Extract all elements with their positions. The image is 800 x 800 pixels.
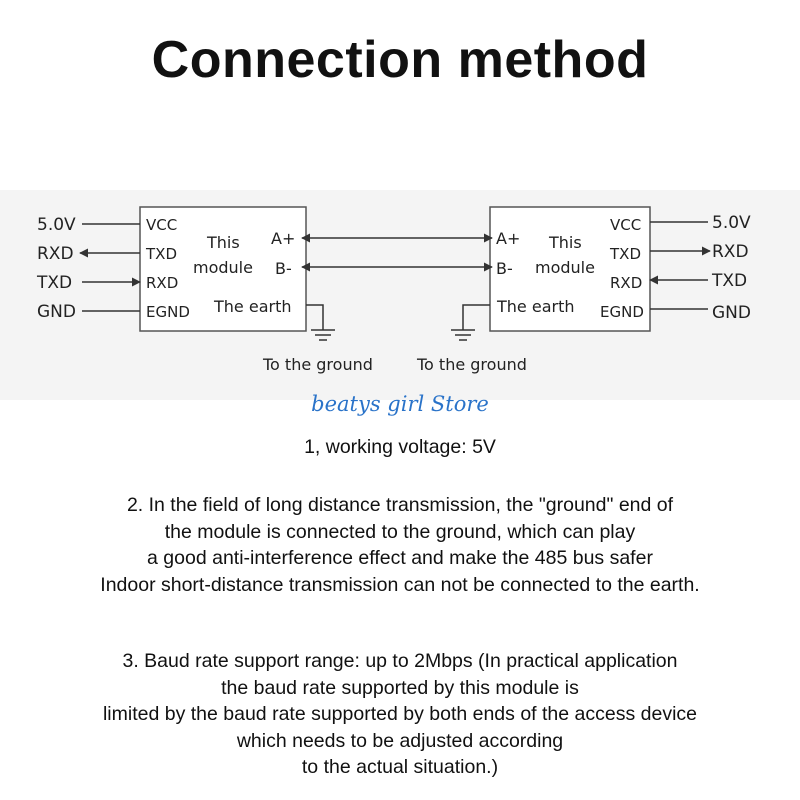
left-signal-rxd: RXD — [37, 244, 74, 264]
note-line: limited by the baud rate supported by bo… — [102, 703, 698, 725]
right-signal-5v: 5.0V — [712, 213, 751, 233]
right-pin-a: A+ — [496, 229, 520, 248]
right-signal-rxd: RXD — [712, 242, 749, 262]
left-pin-a: A+ — [271, 229, 295, 248]
note-line: Indoor short-distance transmission can n… — [100, 573, 700, 596]
right-pin-b: B- — [496, 259, 513, 278]
right-signal-gnd: GND — [712, 303, 751, 323]
left-pin-txd: TXD — [145, 245, 177, 263]
left-signal-gnd: GND — [37, 302, 76, 322]
left-module-box — [139, 206, 307, 332]
left-module-name-2: module — [193, 258, 253, 277]
right-ground-icon — [451, 329, 475, 341]
left-earth-wire — [306, 304, 324, 330]
note-baud-rate: 3. Baud rate support range: up to 2Mbps … — [0, 648, 800, 781]
note-line: 3. Baud rate support range: up to 2Mbps … — [122, 650, 678, 672]
right-module-name-2: module — [535, 258, 595, 277]
note-line: to the actual situation.) — [301, 756, 499, 778]
note-ground-connection: 2. In the field of long distance transmi… — [0, 492, 800, 598]
note-working-voltage: 1, working voltage: 5V — [0, 434, 800, 461]
right-pin-rxd: RXD — [610, 274, 642, 292]
note-line: which needs to be adjusted according — [236, 729, 564, 752]
left-pin-egnd: EGND — [146, 303, 190, 321]
note-line: a good anti-interference effect and make… — [147, 547, 653, 569]
left-pin-b: B- — [275, 259, 292, 278]
right-module-name-1: This — [548, 233, 582, 252]
right-earth-wire — [462, 304, 490, 330]
store-watermark: beatys girl Store — [311, 392, 489, 416]
right-signal-txd: TXD — [711, 271, 747, 291]
diagram-background — [0, 190, 800, 400]
right-pin-vcc: VCC — [610, 216, 641, 234]
right-pin-egnd: EGND — [600, 303, 644, 321]
left-signal-txd: TXD — [36, 273, 72, 293]
left-signal-5v: 5.0V — [37, 215, 76, 235]
note-line: 1, working voltage: 5V — [304, 436, 496, 458]
right-pin-txd: TXD — [609, 245, 641, 263]
left-pin-rxd: RXD — [146, 274, 178, 292]
left-ground-label: To the ground — [262, 355, 373, 374]
right-earth-label: The earth — [496, 297, 574, 316]
left-ground-icon — [311, 329, 335, 341]
left-pin-vcc: VCC — [146, 216, 177, 234]
note-line: the baud rate supported by this module i… — [221, 676, 579, 699]
right-ground-label: To the ground — [416, 355, 527, 374]
page-title: Connection method — [151, 31, 649, 89]
note-line: the module is connected to the ground, w… — [164, 520, 636, 543]
left-earth-label: The earth — [213, 297, 291, 316]
note-line: 2. In the field of long distance transmi… — [126, 494, 674, 516]
left-module-name-1: This — [206, 233, 240, 252]
